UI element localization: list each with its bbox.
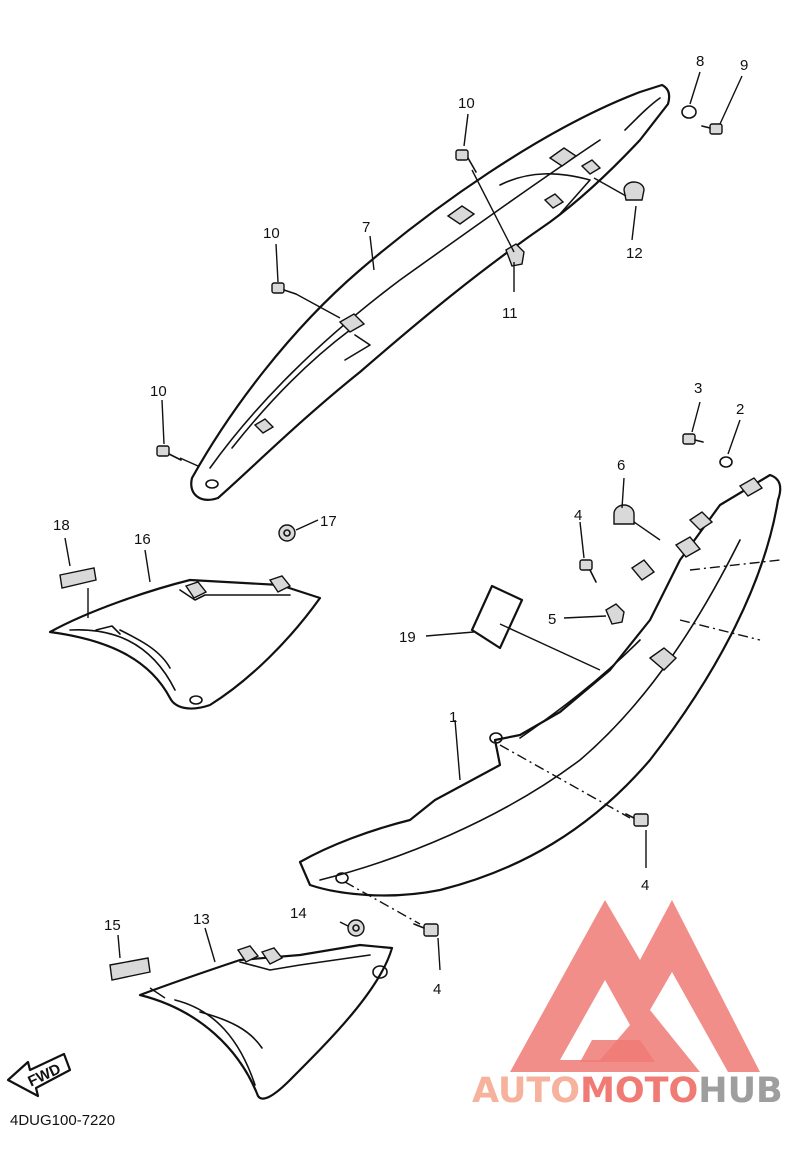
callout-7: 7 <box>362 219 370 236</box>
grommet-12 <box>623 181 645 201</box>
part-13-cover <box>138 943 394 1100</box>
callout-10-middle: 10 <box>263 225 280 242</box>
callout-labels: 8 9 10 7 10 12 11 10 3 2 6 18 16 17 4 5 … <box>53 53 748 998</box>
callout-13: 13 <box>193 911 210 928</box>
part-1-side-cover <box>298 473 782 897</box>
callout-8: 8 <box>696 53 704 70</box>
callout-18: 18 <box>53 517 70 534</box>
callout-17: 17 <box>320 513 337 530</box>
washer-14 <box>347 919 365 937</box>
callout-9: 9 <box>740 57 748 74</box>
automotohub-logo: AUTOMOTOHUB <box>472 900 783 1111</box>
washer-17 <box>278 524 296 542</box>
callout-3: 3 <box>694 380 702 397</box>
screw-4-lower <box>413 923 439 937</box>
pad-15 <box>109 957 151 981</box>
pad-18 <box>59 567 97 589</box>
part-7-side-rail <box>190 83 671 501</box>
callout-10-bottom: 10 <box>150 383 167 400</box>
callout-11: 11 <box>502 305 518 322</box>
callout-4-upper: 4 <box>574 507 582 524</box>
part-16-cover <box>48 575 322 710</box>
logo-text: AUTOMOTOHUB <box>472 1071 783 1111</box>
fwd-arrow-icon: FWD <box>6 1052 72 1098</box>
nut-5 <box>605 603 625 625</box>
screw-10-middle <box>271 282 297 295</box>
screw-10-top <box>455 149 477 173</box>
callout-19: 19 <box>399 629 416 646</box>
screw-9 <box>701 123 723 135</box>
washer-2 <box>719 456 733 468</box>
screw-10-bottom <box>156 445 182 461</box>
pad-19 <box>470 584 524 650</box>
screw-4-middle <box>625 813 649 827</box>
callout-1: 1 <box>449 709 457 726</box>
callout-10-top: 10 <box>458 95 475 112</box>
callout-12: 12 <box>626 245 643 262</box>
callout-15: 15 <box>104 917 121 934</box>
callout-4-lower: 4 <box>433 981 441 998</box>
leader-lines <box>64 71 743 999</box>
washer-8 <box>681 105 697 119</box>
callout-4-middle: 4 <box>641 877 649 894</box>
nut-11 <box>505 243 525 267</box>
screw-3 <box>682 433 704 445</box>
screw-4-upper <box>579 559 597 583</box>
callout-2: 2 <box>736 401 744 418</box>
grommet-6 <box>613 504 635 525</box>
callout-6: 6 <box>617 457 625 474</box>
callout-14: 14 <box>290 905 307 922</box>
diagram-code: 4DUG100-7220 <box>10 1112 116 1129</box>
callout-16: 16 <box>134 531 151 548</box>
callout-5: 5 <box>548 611 556 628</box>
